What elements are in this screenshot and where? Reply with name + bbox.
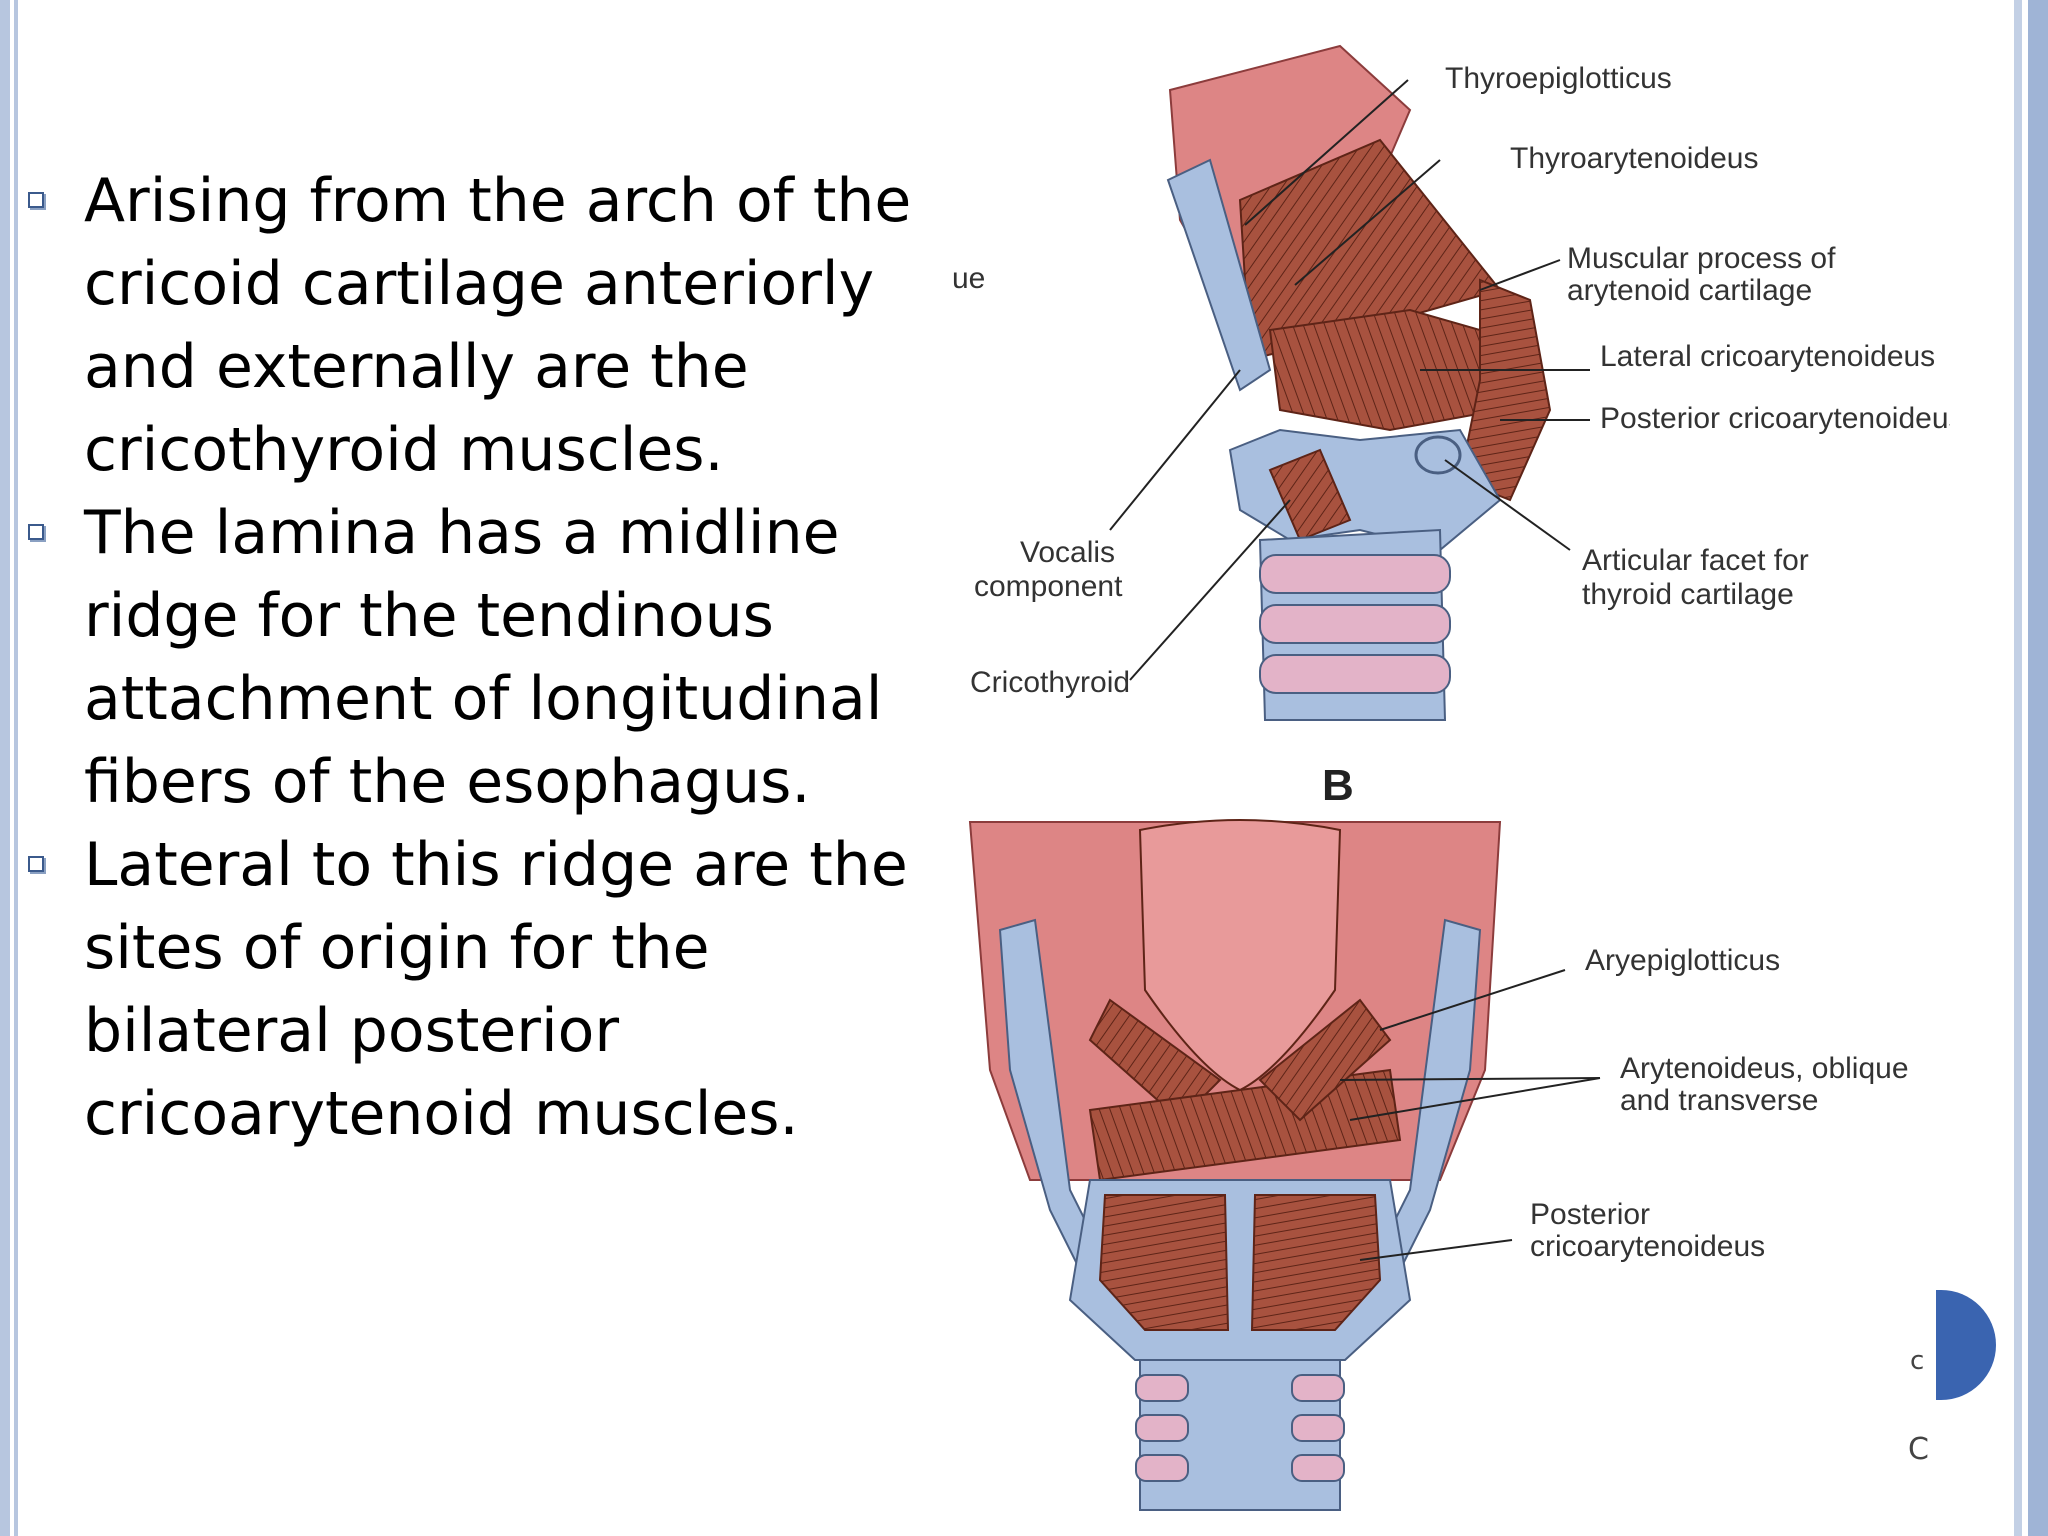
trachea-ring: [1259, 604, 1451, 644]
label-posterior-2: cricoarytenoideus: [1530, 1230, 1765, 1263]
label-muscular-process-2: arytenoid cartilage: [1567, 274, 1812, 307]
bullet-item: Arising from the arch of the cricoid car…: [22, 160, 922, 492]
trachea-ring: [1135, 1374, 1189, 1402]
label-lateral-cricoarytenoideus: Lateral cricoarytenoideus: [1600, 340, 1935, 373]
bullet-text: Arising from the arch of the cricoid car…: [84, 166, 912, 485]
label-vocalis-1: Vocalis: [1020, 536, 1115, 569]
label-arytenoideus-1: Arytenoideus, oblique: [1620, 1052, 1909, 1085]
checkbox-bullet-icon: [28, 192, 44, 208]
label-aryepiglotticus: Aryepiglotticus: [1585, 944, 1780, 977]
posterior-cricoarytenoid-left: [1098, 1194, 1230, 1331]
leader-line: [1244, 79, 1409, 226]
label-edge-fragment: ue: [952, 262, 985, 295]
leader-line: [1379, 969, 1566, 1031]
articular-facet: [1414, 435, 1462, 475]
leader-line: [1109, 369, 1241, 531]
label-muscular-process-1: Muscular process of: [1567, 242, 1836, 275]
posterior-cricoarytenoid-muscle: [1458, 278, 1552, 502]
panel-label: B: [1322, 761, 1354, 810]
thyroid-cartilage-edge: [1166, 158, 1272, 392]
label-thyroepiglotticus: Thyroepiglotticus: [1445, 62, 1672, 95]
checkbox-bullet-icon: [28, 524, 44, 540]
posterior-view: [968, 819, 1502, 1511]
posterior-cricoarytenoid-right: [1250, 1194, 1382, 1331]
leader-line: [1339, 1077, 1601, 1081]
trachea-ring: [1291, 1414, 1345, 1442]
checkbox-bullet-icon: [28, 856, 44, 872]
edge-letter-large: C: [1908, 1432, 1929, 1467]
slide-frame-left: [0, 0, 26, 1536]
label-thyroarytenoideus: Thyroarytenoideus: [1510, 142, 1758, 175]
label-posterior-cricoarytenoideus: Posterior cricoarytenoideus: [1600, 402, 1950, 435]
leader-line: [1359, 1239, 1513, 1261]
leader-line: [1294, 159, 1441, 286]
label-articular-facet-2: thyroid cartilage: [1582, 578, 1794, 611]
bullet-item: Lateral to this ridge are the sites of o…: [22, 824, 922, 1156]
bullet-text: Lateral to this ridge are the sites of o…: [84, 830, 908, 1149]
trachea-ring: [1291, 1374, 1345, 1402]
label-vocalis-2: component: [974, 570, 1123, 603]
bullet-item: The lamina has a midline ridge for the t…: [22, 492, 922, 824]
label-articular-facet-1: Articular facet for: [1582, 544, 1809, 577]
trachea-ring: [1259, 554, 1451, 594]
arytenoid-muscle-oblique: [1258, 998, 1392, 1122]
lateral-view: [1166, 44, 1552, 721]
leader-line: [1444, 459, 1571, 551]
label-cricothyroid: Cricothyroid: [970, 666, 1130, 699]
trachea-ring: [1135, 1414, 1189, 1442]
cricothyroid-muscle: [1268, 448, 1352, 542]
trachea-ring: [1135, 1454, 1189, 1482]
bullet-list: Arising from the arch of the cricoid car…: [22, 160, 922, 1156]
label-arytenoideus-2: and transverse: [1620, 1084, 1818, 1117]
trachea-ring: [1291, 1454, 1345, 1482]
leader-line: [1479, 259, 1561, 291]
edge-letter-small: c: [1910, 1346, 1925, 1376]
label-posterior-1: Posterior: [1530, 1198, 1650, 1231]
leader-line: [1349, 1077, 1601, 1121]
bullet-text: The lamina has a midline ridge for the t…: [84, 498, 883, 817]
trachea-ring: [1259, 654, 1451, 694]
leader-line: [1129, 499, 1291, 681]
slide-frame-right: [1964, 0, 2048, 1536]
larynx-muscle-diagram: Thyroepiglotticus Thyroarytenoideus Musc…: [952, 44, 1950, 1511]
epiglottis-tip: [1138, 819, 1342, 1092]
